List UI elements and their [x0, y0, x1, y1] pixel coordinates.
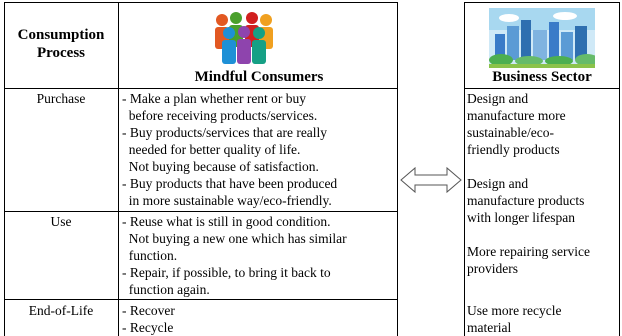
business-header-divider — [464, 88, 620, 89]
list-item: sustainable/eco- — [467, 125, 554, 140]
row-divider-purchase-use — [4, 211, 398, 212]
list-item: function again. — [122, 282, 210, 297]
list-item: manufacture products — [467, 193, 585, 208]
list-item: with longer lifespan — [467, 210, 575, 225]
city-skyline-icon — [489, 8, 599, 68]
list-item: function. — [122, 248, 178, 263]
list-item: Design and — [467, 91, 529, 106]
list-item: friendly products — [467, 142, 560, 157]
process-end-of-life: End-of-Life — [28, 303, 94, 318]
list-item: - Buy products that have been produced — [122, 176, 338, 191]
list-item: manufacture more — [467, 108, 566, 123]
list-item: More repairing service — [467, 244, 590, 259]
list-item: - Reuse what is still in good condition. — [122, 214, 331, 229]
people-group-icon — [212, 10, 276, 66]
list-item: providers — [467, 261, 518, 276]
list-item: - Repair, if possible, to bring it back … — [122, 265, 331, 280]
double-arrow-icon — [399, 165, 463, 195]
header-mindful-consumers: Mindful Consumers — [194, 69, 324, 85]
business-sector-table — [464, 2, 620, 336]
header-consumption-process: Consumption Process — [17, 27, 105, 61]
list-item: before receiving products/services. — [122, 108, 318, 123]
consumption-table — [4, 2, 398, 336]
list-item: Design and — [467, 176, 529, 191]
list-item: - Recover — [122, 303, 175, 318]
row-divider-use-end — [4, 299, 398, 300]
list-item: Use more recycle — [467, 303, 562, 318]
list-item: - Buy products/services that are really — [122, 125, 328, 140]
process-purchase: Purchase — [36, 91, 86, 106]
list-item: - Recycle — [122, 320, 174, 335]
list-item: in more sustainable way/eco-friendly. — [122, 193, 332, 208]
list-item: material — [467, 320, 512, 335]
table-header-divider — [4, 88, 398, 89]
table-column-divider — [118, 2, 119, 336]
list-item: needed for better quality of life. — [122, 142, 301, 157]
list-item: - Make a plan whether rent or buy — [122, 91, 307, 106]
list-item: Not buying a new one which has similar — [122, 231, 347, 246]
list-item: Not buying because of satisfaction. — [122, 159, 319, 174]
header-business-sector: Business Sector — [492, 69, 592, 85]
process-use: Use — [50, 214, 72, 229]
